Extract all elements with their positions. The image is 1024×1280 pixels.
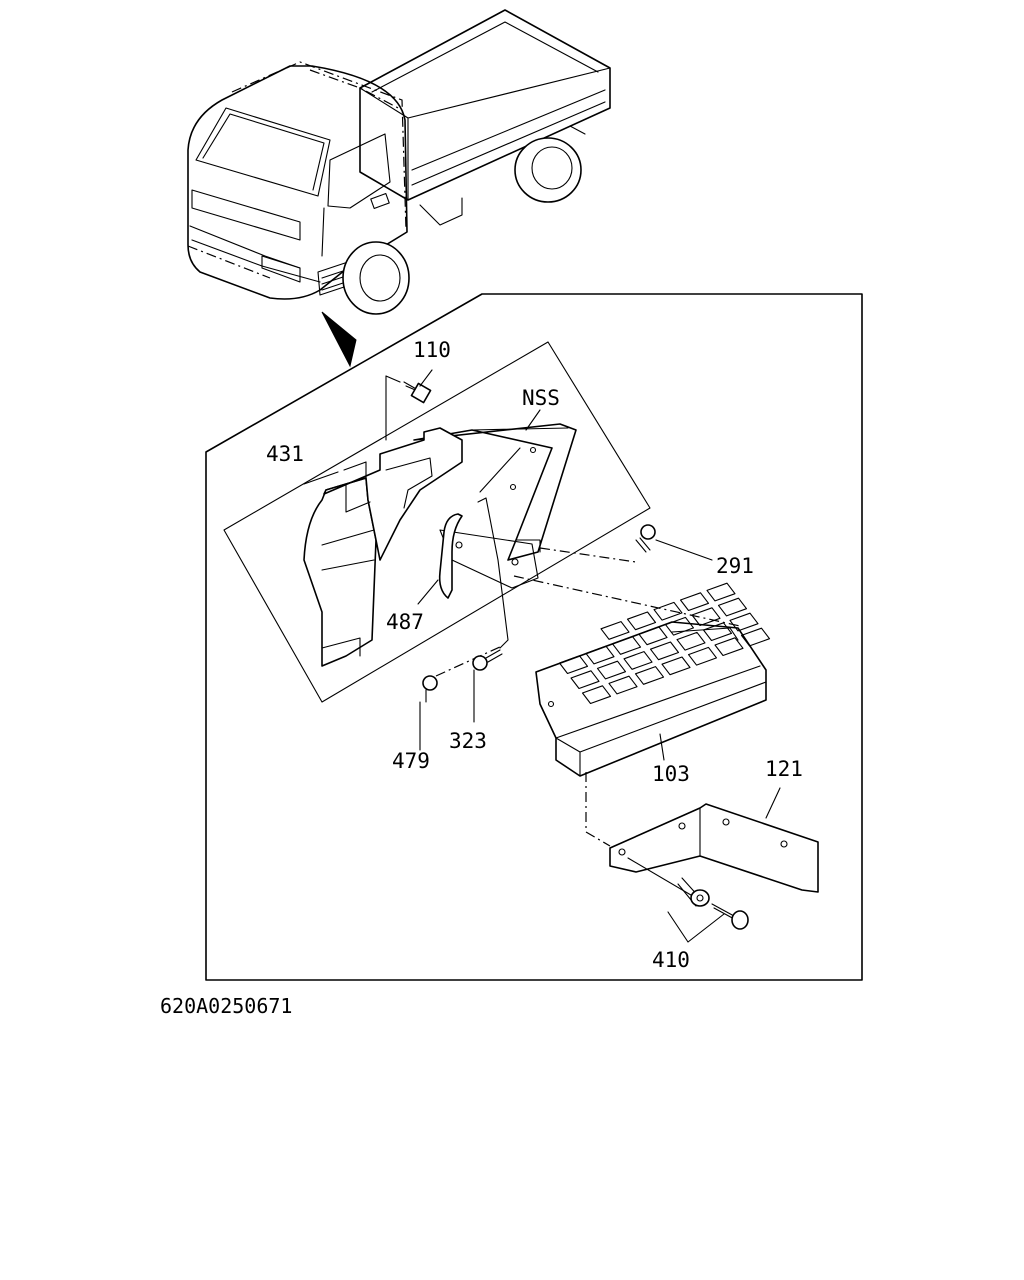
tread-cell [649,641,680,661]
drawing-code: 620A0250671 [160,994,292,1018]
assembly-outline-box [223,341,651,703]
mudguard-assembly [223,341,741,703]
tread-cell [596,660,627,680]
step-tread-grid [558,582,771,705]
label-487: 487 [386,610,424,634]
tread-cell [626,611,657,631]
label-121: 121 [765,757,803,781]
tread-cell [702,622,733,642]
tread-cell [740,627,771,647]
bracket-121 [609,787,819,893]
tread-cell [706,582,736,602]
tread-cell [679,592,710,612]
label-479: 479 [392,749,430,773]
tread-cell [717,597,748,617]
label-103: 103 [652,762,690,786]
tread-cell [653,601,683,621]
tread-cell [638,626,668,646]
tread-cell [714,637,744,657]
label-323: 323 [449,729,487,753]
tread-cell [581,685,612,705]
tread-cell [661,656,691,676]
bolt-110 [385,369,433,441]
tread-cell [558,655,589,675]
label-291: 291 [716,554,754,578]
tread-cell [729,612,759,632]
fastener-479 [419,645,503,751]
tread-cell [570,670,600,690]
tread-cell [634,666,665,685]
detail-frame [205,293,863,981]
tread-cell [600,621,630,640]
label-nss: NSS [522,386,560,410]
tread-cell [611,636,642,655]
tread-cell [664,616,695,636]
tread-cell [687,646,718,666]
bolt-323 [472,447,521,723]
leader-lines [303,409,541,605]
step-103 [535,582,771,847]
truck-illustration [187,9,611,368]
bolts-410 [627,857,749,943]
tread-cell [585,645,615,665]
label-410: 410 [652,948,690,972]
bolt-291 [635,524,713,561]
tread-cell [608,675,638,695]
label-110: 110 [413,338,451,362]
tread-cell [676,631,706,651]
tread-cell [623,651,653,670]
label-431: 431 [266,442,304,466]
tread-cell [691,607,721,627]
